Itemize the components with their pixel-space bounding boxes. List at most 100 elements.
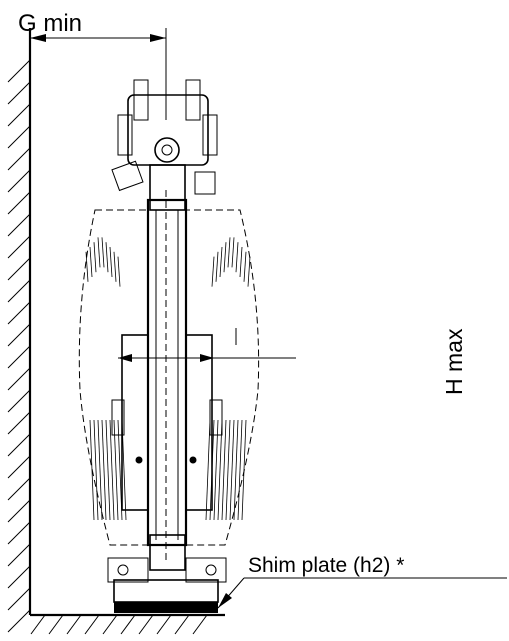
tread-line <box>205 419 211 521</box>
axle-arrow-right <box>200 354 214 362</box>
shim-plate: Shim plate (h2) * <box>114 554 507 613</box>
floor-hatch-line <box>138 614 154 635</box>
wall-hatch-line <box>7 499 31 523</box>
wall-hatch-line <box>7 455 31 479</box>
wall-hatch-line <box>7 235 31 259</box>
floor-hatch-line <box>120 614 136 635</box>
top-mount-left-plate <box>117 114 133 156</box>
tread-line <box>101 237 105 268</box>
wall-hatch-line <box>7 103 31 127</box>
wall <box>7 28 32 633</box>
wall-hatch-line <box>7 609 31 633</box>
top-right-bracket <box>194 171 216 195</box>
left-rim <box>121 334 149 511</box>
tread-line <box>239 246 243 278</box>
floor-hatch-line <box>30 614 46 635</box>
top-column-collar <box>149 164 186 211</box>
right-hub-cap <box>209 399 223 436</box>
top-mount-right-plate <box>202 114 218 156</box>
tread-line <box>89 419 95 521</box>
tread-line <box>93 419 99 521</box>
tread-line <box>97 419 103 521</box>
floor-hatch-line <box>48 614 64 635</box>
wall-hatch-line <box>7 345 31 369</box>
tread-line <box>217 419 223 521</box>
tire-treads <box>85 237 251 521</box>
tread-line <box>227 237 231 268</box>
wall-hatch-line <box>7 257 31 281</box>
tread-line <box>109 419 115 521</box>
floor-hatching <box>30 614 208 635</box>
tread-line <box>233 419 239 521</box>
wall-hatch-line <box>7 301 31 325</box>
wall-hatch-line <box>7 323 31 347</box>
lower-left-bracket <box>107 557 149 583</box>
right-rim <box>185 334 213 511</box>
wall-hatch-line <box>7 587 31 611</box>
wall-hatch-line <box>7 191 31 215</box>
tread-line <box>215 251 219 282</box>
left-hub-cap <box>111 399 125 436</box>
tread-line <box>243 251 247 282</box>
tread-line <box>113 419 119 521</box>
tire-outline-dashed <box>78 209 260 546</box>
base-plate <box>113 579 219 603</box>
wheel-assembly <box>107 79 296 603</box>
lower-right-bolt <box>205 564 217 576</box>
wall-hatch-line <box>7 389 31 413</box>
floor-hatch-line <box>174 614 190 635</box>
wall-hatching <box>7 59 31 633</box>
tread-line <box>93 242 97 273</box>
wall-hatch-line <box>7 543 31 567</box>
h-max-label: H max <box>441 328 467 395</box>
tread-line <box>109 246 113 278</box>
floor-hatch-line <box>102 614 118 635</box>
lower-left-bolt <box>117 564 129 576</box>
top-pivot <box>154 137 180 163</box>
wall-hatch-line <box>7 279 31 303</box>
g-min-label: G min <box>18 10 82 37</box>
wall-hatch-line <box>7 213 31 237</box>
shim-leader-arrow <box>218 593 232 608</box>
tread-line <box>211 256 215 287</box>
tread-line <box>223 242 227 273</box>
central-strut <box>146 198 188 547</box>
wall-hatch-line <box>7 565 31 589</box>
tread-line <box>237 419 243 521</box>
shim-plate-label: Shim plate (h2) * <box>248 554 404 577</box>
g-min-arrow-left <box>30 34 46 42</box>
floor-hatch-line <box>66 614 82 635</box>
tread-line <box>101 419 107 521</box>
floor-hatch-line <box>156 614 172 635</box>
tread-line <box>213 419 219 521</box>
wall-hatch-line <box>7 367 31 391</box>
tread-line <box>235 242 239 273</box>
left-bolt <box>135 456 143 464</box>
g-min-arrow-right <box>150 34 166 42</box>
tread-line <box>85 251 89 282</box>
shim-plate-body <box>114 602 218 613</box>
floor <box>30 613 225 635</box>
tread-line <box>97 237 101 268</box>
tread-line <box>229 419 235 521</box>
wall-hatch-line <box>7 147 31 171</box>
top-mount-left-lug <box>133 79 149 121</box>
right-bolt <box>189 456 197 464</box>
tread-line <box>231 237 235 268</box>
tread-line <box>221 419 227 521</box>
tread-line <box>113 251 117 282</box>
tire-outline <box>78 209 260 546</box>
wall-hatch-line <box>7 125 31 149</box>
wall-hatch-line <box>7 81 31 105</box>
wall-hatch-line <box>7 433 31 457</box>
wall-hatch-line <box>7 477 31 501</box>
top-mount-right-lug <box>185 79 201 121</box>
floor-hatch-line <box>192 614 208 635</box>
tread-line <box>89 246 93 278</box>
axle-arrow-left <box>118 354 132 362</box>
wall-hatch-line <box>7 169 31 193</box>
tread-line <box>105 242 109 273</box>
g-min-dimension: G min <box>18 10 167 120</box>
